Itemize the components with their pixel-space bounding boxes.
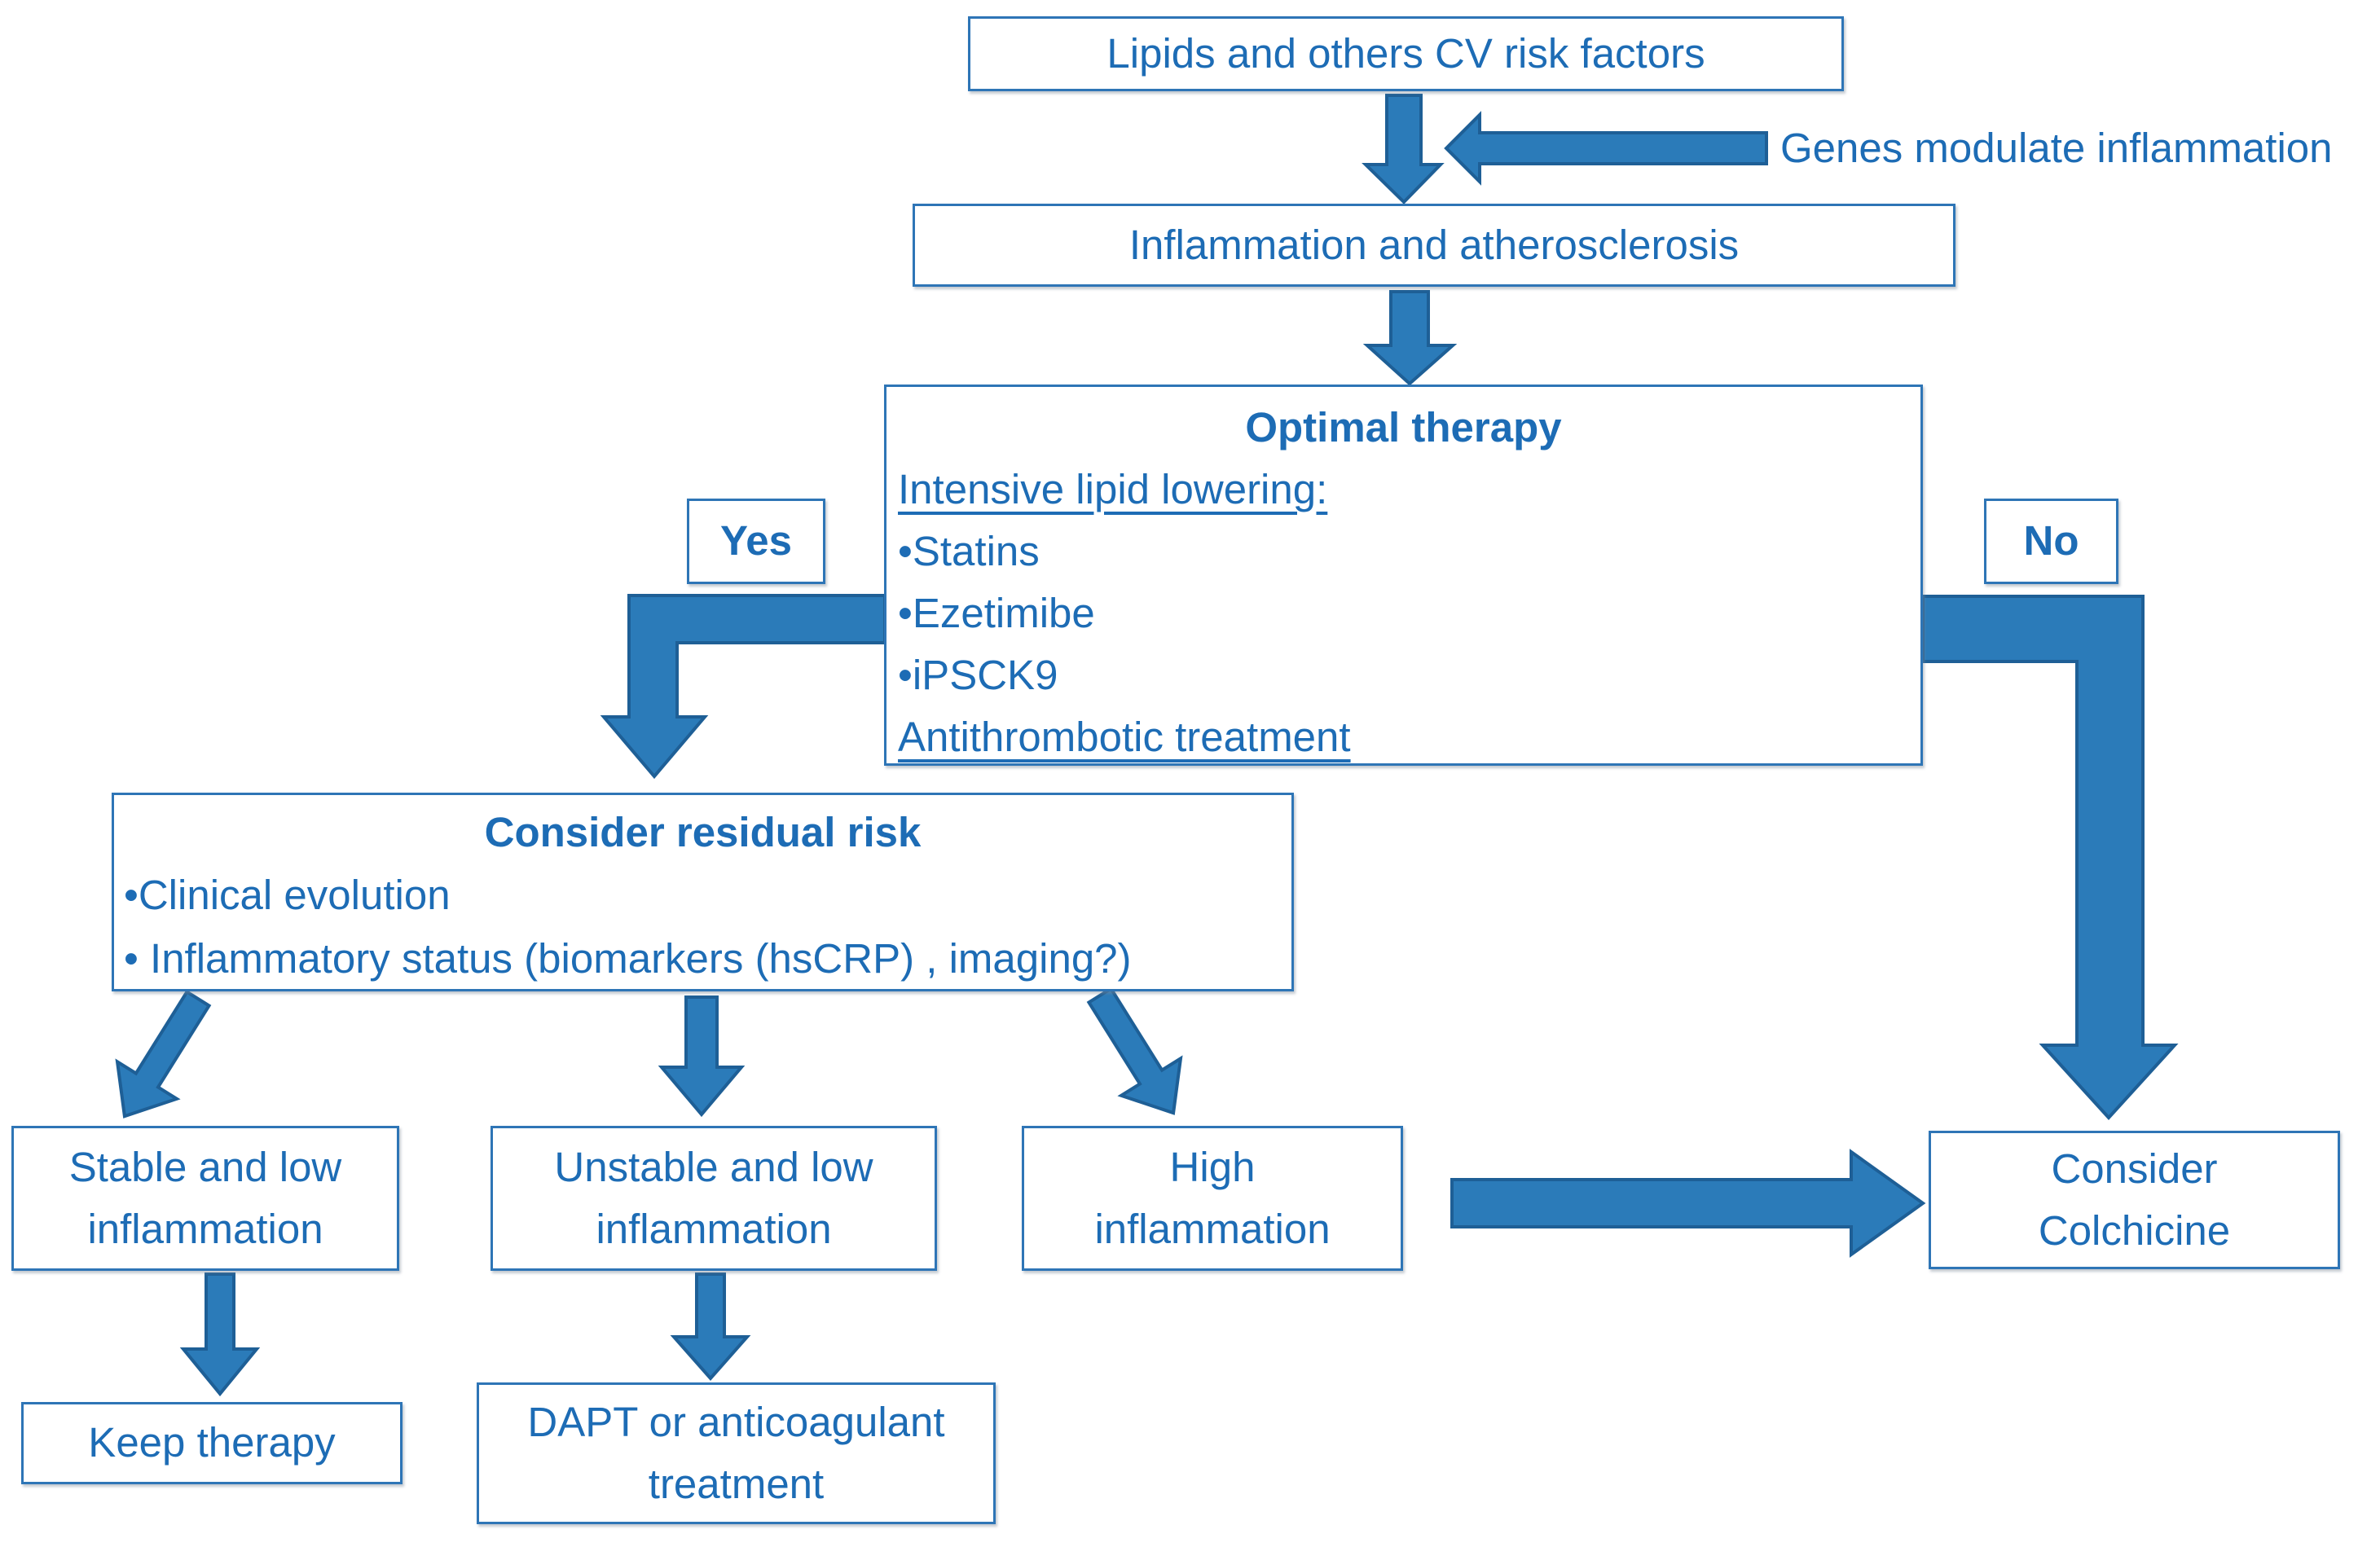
- optimal-line-ezetimibe: •Ezetimibe: [898, 590, 1095, 636]
- arrow-residual-to-high: [1086, 986, 1183, 1115]
- label-yes-text: Yes: [720, 517, 792, 565]
- node-unstable-low-inflammation: Unstable and low inflammation: [491, 1126, 937, 1271]
- arrow-residual-to-stable: [115, 989, 212, 1118]
- node-residual-risk: Consider residual risk •Clinical evoluti…: [112, 793, 1294, 991]
- residual-line-inflammatory: • Inflammatory status (biomarkers (hsCRP…: [124, 935, 1132, 982]
- stable-line-1: Stable and low: [68, 1143, 342, 1190]
- arrow-stable-to-keep: [179, 1272, 261, 1397]
- node-lipids-label: Lipids and others CV risk factors: [1106, 29, 1705, 77]
- unstable-line-2: inflammation: [596, 1206, 832, 1252]
- arrow-unstable-to-dapt: [670, 1272, 751, 1382]
- node-consider-colchicine: Consider Colchicine: [1929, 1131, 2340, 1269]
- optimal-line-antithrombotic: Antithrombotic treatment: [898, 714, 1351, 760]
- node-optimal-therapy: Optimal therapy Intensive lipid lowering…: [884, 385, 1923, 766]
- stable-line-2: inflammation: [87, 1206, 323, 1252]
- node-stable-low-inflammation: Stable and low inflammation: [11, 1126, 399, 1271]
- genes-note-label: Genes modulate inflammation: [1780, 125, 2333, 171]
- node-inflammation: Inflammation and atherosclerosis: [913, 204, 1955, 287]
- node-keep-therapy: Keep therapy: [21, 1402, 403, 1484]
- dapt-line-2: treatment: [648, 1461, 825, 1507]
- label-no: No: [1984, 499, 2118, 584]
- node-high-inflammation: High inflammation: [1022, 1126, 1403, 1271]
- node-dapt-anticoagulant: DAPT or anticoagulant treatment: [477, 1382, 996, 1524]
- high-line-1: High: [1169, 1143, 1256, 1190]
- arrow-residual-to-unstable: [658, 995, 746, 1118]
- arrow-no-elbow: [1921, 595, 2179, 1120]
- arrow-inflammation-to-optimal: [1362, 290, 1458, 386]
- arrow-genes-modulate-left: [1444, 111, 1768, 186]
- node-lipids: Lipids and others CV risk factors: [968, 16, 1844, 91]
- residual-risk-title: Consider residual risk: [484, 809, 922, 855]
- node-inflammation-label: Inflammation and atherosclerosis: [1128, 221, 1740, 268]
- optimal-line-statins: •Statins: [898, 528, 1040, 574]
- arrow-yes-elbow: [600, 594, 886, 780]
- residual-line-clinical: •Clinical evolution: [124, 872, 451, 918]
- label-no-text: No: [2023, 517, 2079, 565]
- optimal-therapy-title: Optimal therapy: [1245, 404, 1562, 450]
- arrow-lipids-to-inflammation: [1362, 94, 1445, 204]
- colchicine-line-2: Colchicine: [2038, 1207, 2231, 1254]
- optimal-line-lipid-lowering: Intensive lipid lowering:: [898, 466, 1328, 512]
- dapt-line-1: DAPT or anticoagulant: [527, 1398, 945, 1445]
- colchicine-line-1: Consider: [2051, 1145, 2218, 1192]
- arrow-high-to-colchicine: [1450, 1149, 1926, 1258]
- high-line-2: inflammation: [1094, 1206, 1331, 1252]
- label-yes: Yes: [687, 499, 825, 584]
- unstable-line-1: Unstable and low: [554, 1143, 873, 1190]
- keep-therapy-label: Keep therapy: [88, 1419, 336, 1466]
- optimal-line-ipsck9: •iPSCK9: [898, 652, 1058, 698]
